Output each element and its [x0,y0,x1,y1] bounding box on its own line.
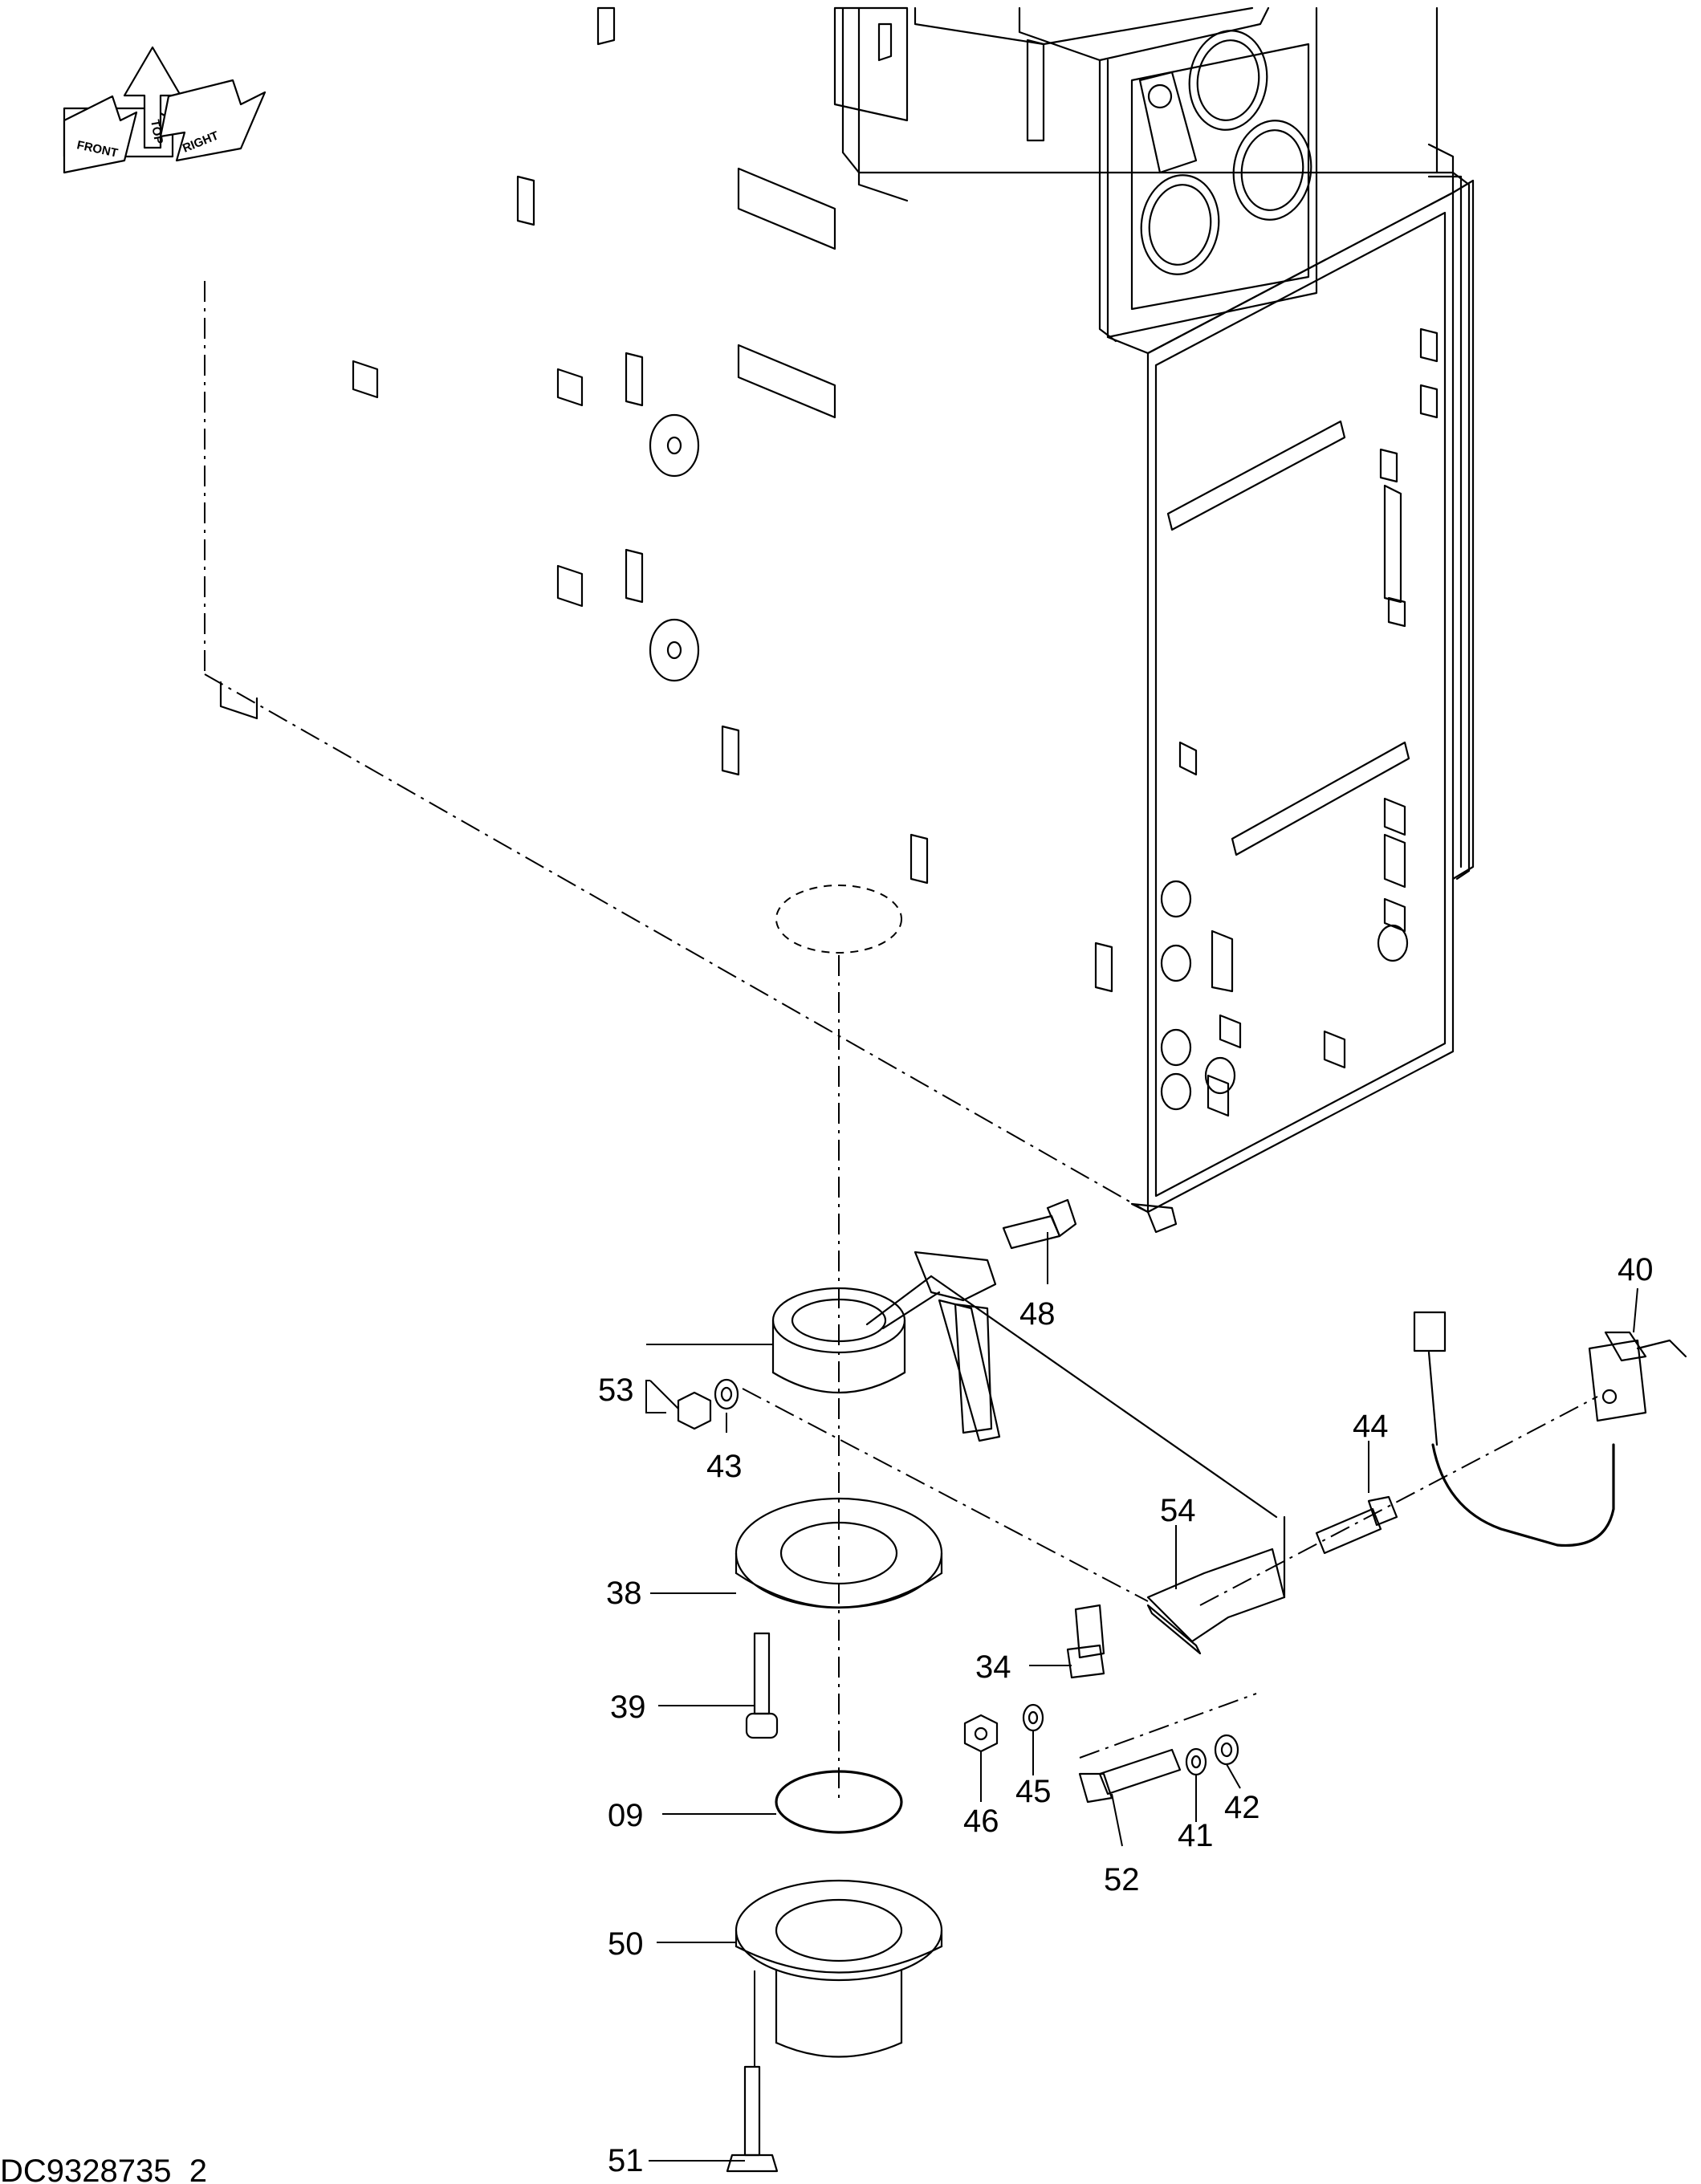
callout-41: 41 [1178,1818,1214,1853]
callout-40: 40 [1618,1252,1654,1287]
callout-43: 43 [706,1449,743,1484]
callout-42: 42 [1224,1790,1260,1825]
bosses [649,413,1409,1111]
part-53-sensor-body [771,1251,1278,1519]
callout-51: 51 [608,2143,644,2178]
callout-39: 39 [610,1690,646,1725]
drawing-reference: DC9328735_2 [0,2153,207,2184]
mounting-brackets [352,6,1439,1117]
part-39-screw [745,1632,779,1739]
callout-numbers: 48 53 43 40 44 54 38 34 39 45 46 42 09 4… [598,1252,1654,2178]
callout-48: 48 [1019,1296,1056,1332]
part-50-socket [735,1879,943,2058]
part-48-bolt [1002,1198,1077,1250]
callout-45: 45 [1015,1774,1052,1809]
part-45-washer [1022,1703,1044,1732]
callout-50: 50 [608,1926,644,1962]
leader-lines [645,1232,1638,2162]
tank-assembly [204,6,1475,1234]
part-44-bolt [1315,1495,1398,1555]
part-51-bolt [726,2065,779,2173]
callout-53: 53 [598,1373,634,1408]
callout-52: 52 [1104,1862,1140,1897]
sensor-port-outline [775,885,902,954]
callout-54: 54 [1160,1493,1196,1528]
top-label: TOP [148,119,165,145]
part-42-washer [1214,1734,1239,1766]
part-43-washer [677,1378,1149,1602]
part-34-clip [1066,1604,1105,1679]
callout-44: 44 [1353,1409,1389,1444]
part-09-o-ring [775,1770,903,1834]
part-46-nut [963,1714,999,1753]
part-41-washer [1185,1747,1207,1776]
callout-34: 34 [975,1649,1011,1685]
callout-09: 09 [608,1798,644,1833]
part-38-flange [735,1497,943,1609]
part-40-switch-harness [1413,1311,1687,1548]
part-52-bolt [1078,1748,1182,1804]
part-54-bracket [1146,1396,1598,1655]
callout-38: 38 [606,1576,642,1611]
orientation-indicator: FRONT TOP RIGHT [63,46,267,174]
callout-46: 46 [963,1804,999,1839]
